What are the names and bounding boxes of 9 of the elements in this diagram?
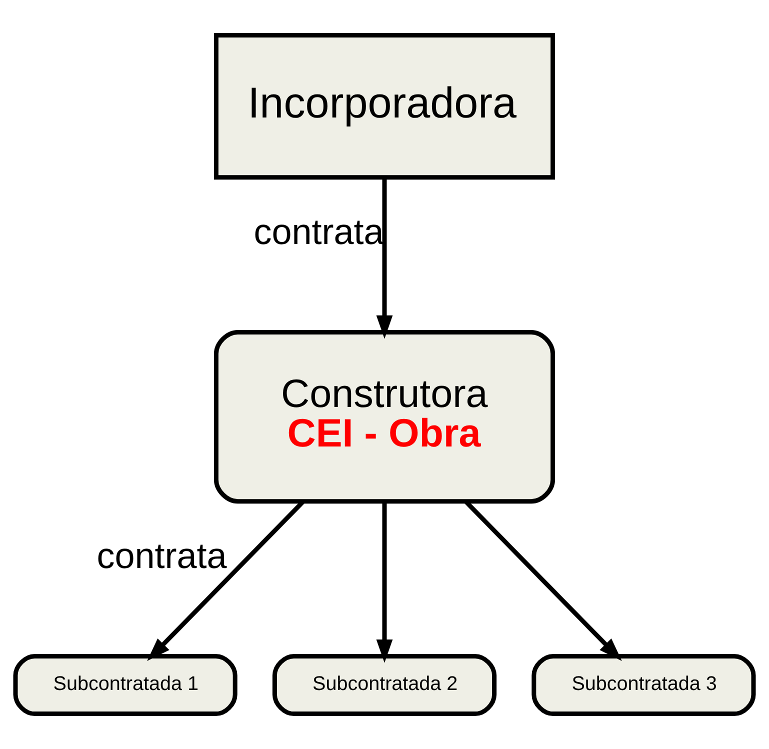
arrow	[376, 502, 393, 663]
node-box: Subcontratada 2	[272, 654, 497, 716]
node-box: Construtora CEI - Obra	[214, 330, 556, 504]
edge-label: contrata	[96, 535, 227, 576]
node-box: Incorporadora	[214, 32, 556, 180]
node-box: Subcontratada 1	[13, 654, 238, 716]
edge-label: contrata	[254, 210, 384, 252]
node-box: Subcontratada 3	[532, 654, 756, 716]
arrow	[376, 178, 393, 339]
